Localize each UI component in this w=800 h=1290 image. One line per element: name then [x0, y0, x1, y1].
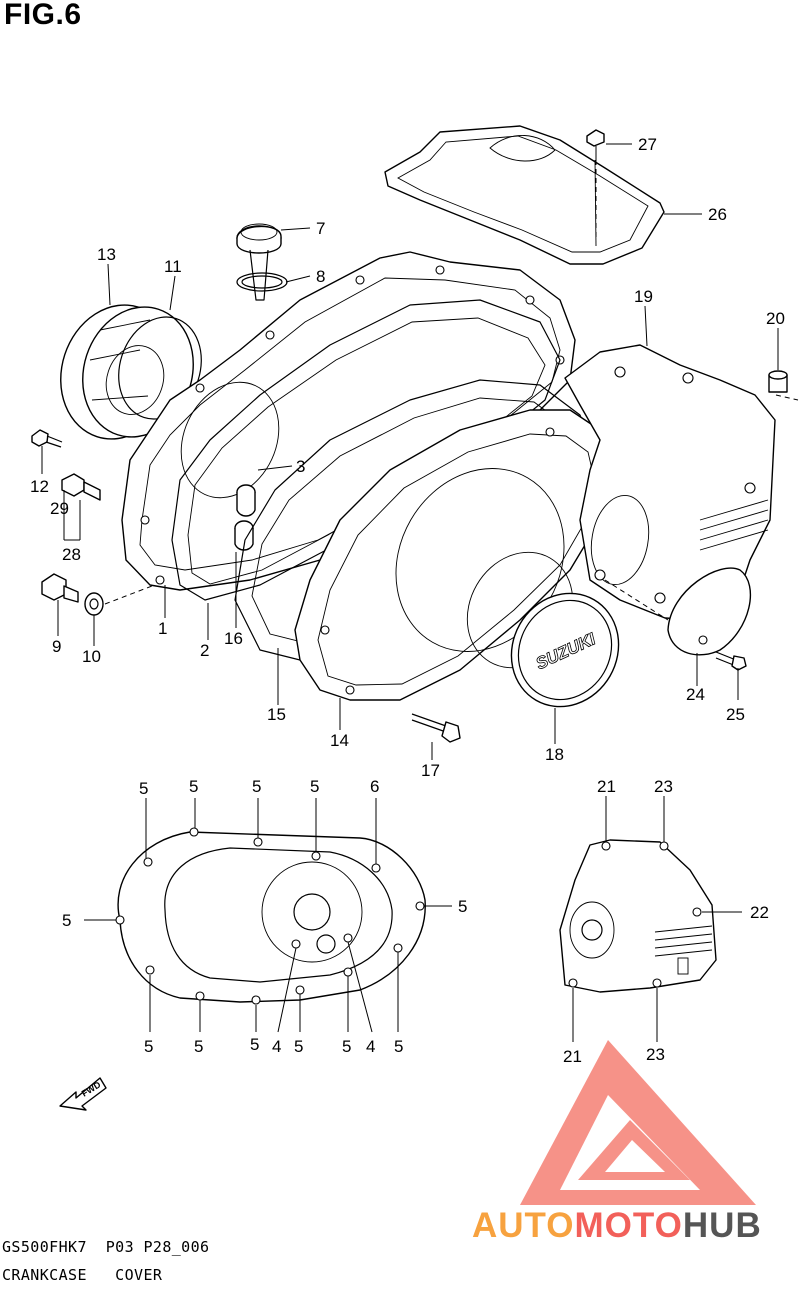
part-21-detail-cover: [559, 839, 717, 993]
callout-5-bottom-4: 5: [294, 1037, 303, 1056]
part-17-bolt: [411, 713, 461, 743]
callout-14: 14: [330, 731, 349, 750]
callout-numbers: 27 26 7 8 13 11 19 20 3 12 29 28 1 16 9 …: [30, 135, 785, 1066]
callout-29: 29: [50, 499, 69, 518]
callout-4-right: 4: [366, 1037, 375, 1056]
callout-5-top-2: 5: [189, 777, 198, 796]
part-6-gasket-detail: [117, 831, 426, 1003]
callout-5-bottom-5: 5: [342, 1037, 351, 1056]
callout-20: 20: [766, 309, 785, 328]
callout-2: 2: [200, 641, 209, 660]
callout-5-bottom-2: 5: [194, 1037, 203, 1056]
part-8-o-ring: [236, 272, 288, 292]
callout-17: 17: [421, 761, 440, 780]
callout-15: 15: [267, 705, 286, 724]
callout-21-top: 21: [597, 777, 616, 796]
watermark-part-auto: AUTO: [472, 1206, 575, 1245]
callout-25: 25: [726, 705, 745, 724]
callout-5-top-4: 5: [310, 777, 319, 796]
callout-5-bottom-3: 5: [250, 1035, 259, 1054]
callout-23-top: 23: [654, 777, 673, 796]
footer-model-code: GS500FHK7 P03 P28_006: [2, 1238, 210, 1256]
callout-7: 7: [316, 219, 325, 238]
callout-28: 28: [62, 545, 81, 564]
part-26-cover: [384, 125, 665, 265]
callout-26: 26: [708, 205, 727, 224]
callout-10: 10: [82, 647, 101, 666]
part-9-drain-plug: [41, 573, 79, 603]
callout-5-bottom-1: 5: [144, 1037, 153, 1056]
callout-9: 9: [52, 637, 61, 656]
part-13-filter-cover: [60, 304, 194, 440]
part-2-gasket: [171, 299, 561, 601]
callout-3: 3: [296, 457, 305, 476]
bolt-holes-5: [115, 827, 425, 1005]
part-25-bolt: [715, 651, 747, 671]
footer-section-name: CRANKCASE COVER: [2, 1266, 163, 1284]
part-27-bolt: [586, 129, 605, 240]
callout-8: 8: [316, 267, 325, 286]
callout-21-bottom: 21: [563, 1047, 582, 1066]
callout-23-bottom: 23: [646, 1045, 665, 1064]
part-24-gasket: [667, 567, 752, 656]
callout-6: 6: [370, 777, 379, 796]
watermark-text: AUTOMOTOHUB: [472, 1206, 762, 1246]
callout-4-left: 4: [272, 1037, 281, 1056]
callout-5-top-3: 5: [252, 777, 261, 796]
callout-19: 19: [634, 287, 653, 306]
callout-5-bottom-6: 5: [394, 1037, 403, 1056]
callout-18: 18: [545, 745, 564, 764]
callout-12: 12: [30, 477, 49, 496]
part-19-cover: [564, 344, 776, 621]
watermark-logo: [520, 1040, 756, 1205]
part-11-gasket: [118, 316, 202, 420]
callout-27: 27: [638, 135, 657, 154]
part-29-plug: [61, 473, 101, 501]
callout-24: 24: [686, 685, 705, 704]
callout-1: 1: [158, 619, 167, 638]
callout-11: 11: [164, 257, 182, 276]
part-1-crankcase-cover: [121, 251, 576, 591]
leader-lines: [41, 143, 799, 1042]
callout-22: 22: [750, 903, 769, 922]
part-12-bolt: [31, 429, 63, 448]
callout-16: 16: [224, 629, 243, 648]
callout-13: 13: [97, 245, 116, 264]
callout-5-left: 5: [62, 911, 71, 930]
part-3-dowel: [236, 484, 256, 517]
figure-title: FIG.6: [4, 0, 82, 31]
callout-5-right: 5: [458, 897, 467, 916]
watermark-part-moto: MOTO: [574, 1206, 683, 1245]
watermark-part-hub: HUB: [682, 1206, 762, 1245]
callout-5-top-1: 5: [139, 779, 148, 798]
part-10-washer: [84, 592, 104, 616]
part-18-emblem: SUZUKI: [510, 592, 620, 708]
part-20-dowel: [768, 370, 788, 393]
part-7-oil-cap: [236, 223, 282, 301]
fwd-arrow-icon: FWD: [59, 1077, 107, 1111]
